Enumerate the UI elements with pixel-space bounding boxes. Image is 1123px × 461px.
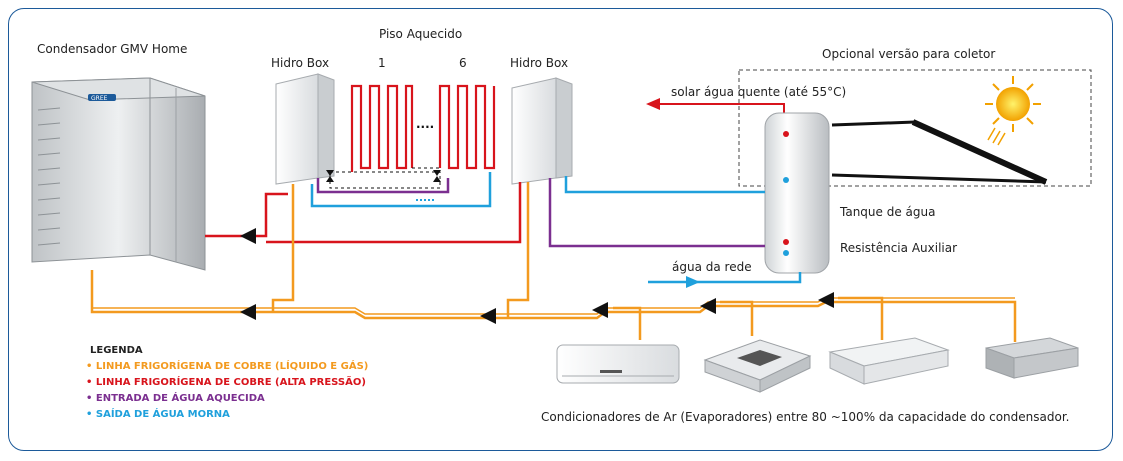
floor-loop-last: 6 <box>459 56 467 70</box>
evaporators-caption: Condicionadores de Ar (Evaporadores) ent… <box>541 410 1069 424</box>
refrigerant-trunk-return <box>91 270 1015 315</box>
branch-ceiling <box>838 296 884 340</box>
brand-label: GREE <box>91 95 108 102</box>
refrigerant-branch-right <box>506 182 530 318</box>
branch-wall <box>613 306 642 340</box>
water-in-line <box>316 178 450 194</box>
flow-arrow-icon <box>592 302 608 318</box>
aux-resistance-label: Resistência Auxiliar <box>840 241 957 255</box>
legend-item-heated-water: • ENTRADA DE ÁGUA AQUECIDA <box>86 391 265 404</box>
flow-arrow-icon <box>700 298 716 314</box>
floor-loop-ellipsis: .... <box>416 117 434 131</box>
optional-collector-label: Opcional versão para coletor <box>822 47 995 61</box>
ceiling-unit <box>828 337 950 385</box>
mains-water-label: água da rede <box>672 260 752 274</box>
refrigerant-trunk <box>90 270 1017 320</box>
legend: LEGENDA • LINHA FRIGORÍGENA DE COBRE (LÍ… <box>86 345 368 420</box>
water-tank <box>764 112 830 274</box>
legend-item-liquid-gas: • LINHA FRIGORÍGENA DE COBRE (LÍQUIDO E … <box>86 359 368 372</box>
hydrobox-unit <box>511 77 573 185</box>
tank-water-in <box>548 178 765 248</box>
red-line-left <box>205 192 288 238</box>
tank-label: Tanque de água <box>839 205 935 219</box>
floor-coil-6 <box>438 84 496 170</box>
condenser-label: Condensador GMV Home <box>37 42 187 56</box>
valve-icon <box>433 170 441 176</box>
wall-split-unit <box>556 344 680 384</box>
legend-item-warm-water: • SAÍDA DE ÁGUA MORNA <box>86 407 230 420</box>
valve-icon <box>326 170 334 176</box>
valve-icon <box>326 176 334 182</box>
floor-coil-1 <box>350 84 414 172</box>
condenser-unit: GREE <box>31 77 206 271</box>
refrigerant-branch-left <box>271 184 295 312</box>
solar-collector <box>831 119 1048 185</box>
flow-arrow-icon <box>480 308 496 324</box>
tank-water-out <box>564 176 765 194</box>
hydrobox-right-label: Hidro Box <box>510 56 568 70</box>
hydrobox-left-label: Hidro Box <box>271 56 329 70</box>
floor-heating-title: Piso Aquecido <box>379 27 462 41</box>
water-out-line <box>310 172 492 208</box>
flow-arrow-icon <box>240 228 256 244</box>
mains-water-arrow <box>686 276 700 288</box>
floor-loop-first: 1 <box>378 56 386 70</box>
legend-item-high-pressure: • LINHA FRIGORÍGENA DE COBRE (ALTA PRESS… <box>86 375 366 388</box>
hot-water-line <box>658 103 785 118</box>
red-line-right <box>266 182 522 244</box>
diagram-frame <box>8 8 1113 451</box>
hot-water-label: solar água quente (até 55°C) <box>671 85 846 99</box>
brand-badge <box>88 94 116 101</box>
branch-cassette <box>720 300 754 336</box>
duct-unit <box>985 337 1079 379</box>
cassette-unit <box>703 339 812 393</box>
floor-manifold <box>329 171 441 189</box>
hydrobox-unit <box>275 73 335 185</box>
legend-title: LEGENDA <box>90 345 143 356</box>
flow-arrow-icon <box>818 292 834 308</box>
sun-icon <box>985 76 1041 146</box>
valve-icon <box>433 176 441 182</box>
flow-arrow-icon <box>240 304 256 320</box>
optional-collector-box <box>738 69 1092 187</box>
hot-water-arrow <box>646 98 660 110</box>
